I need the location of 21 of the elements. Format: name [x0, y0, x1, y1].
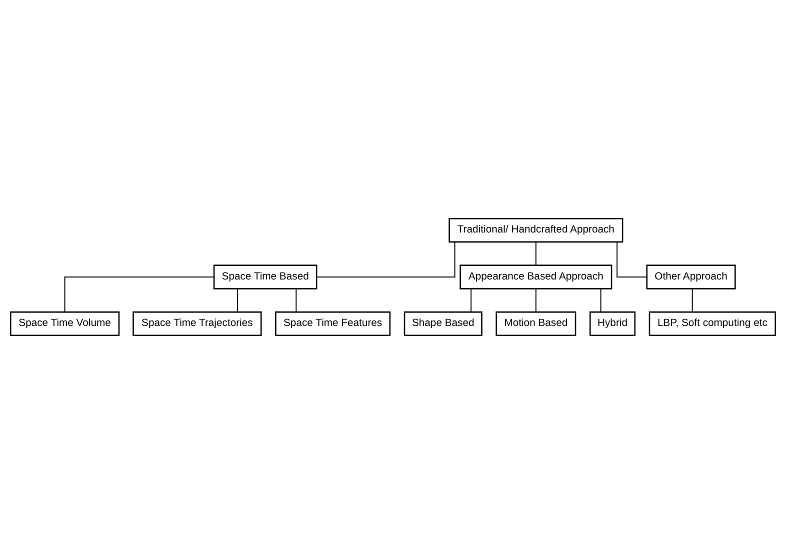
node-box: Other Approach [646, 264, 736, 289]
node-box: Space Time Features [275, 310, 391, 336]
connector [616, 241, 648, 277]
connector [237, 288, 238, 312]
node-box: Traditional/ Handcrafted Approach [448, 217, 624, 242]
node-box: LBP, Soft computing etc [648, 310, 776, 336]
connector [64, 276, 214, 312]
node-box: Motion Based [496, 310, 576, 336]
node-box: Appearance Based Approach [460, 264, 612, 289]
node-box: Shape Based [404, 310, 482, 336]
connector [600, 288, 602, 312]
node-box: Space Time Trajectories [132, 310, 262, 336]
connector [296, 288, 297, 312]
connector [535, 288, 536, 312]
connector [316, 241, 456, 277]
connector [535, 241, 536, 266]
node-box: Space Time Based [213, 264, 318, 289]
node-box: Hybrid [589, 310, 636, 336]
node-box: Space Time Volume [10, 310, 120, 336]
connector [692, 288, 693, 312]
connector [470, 288, 472, 312]
